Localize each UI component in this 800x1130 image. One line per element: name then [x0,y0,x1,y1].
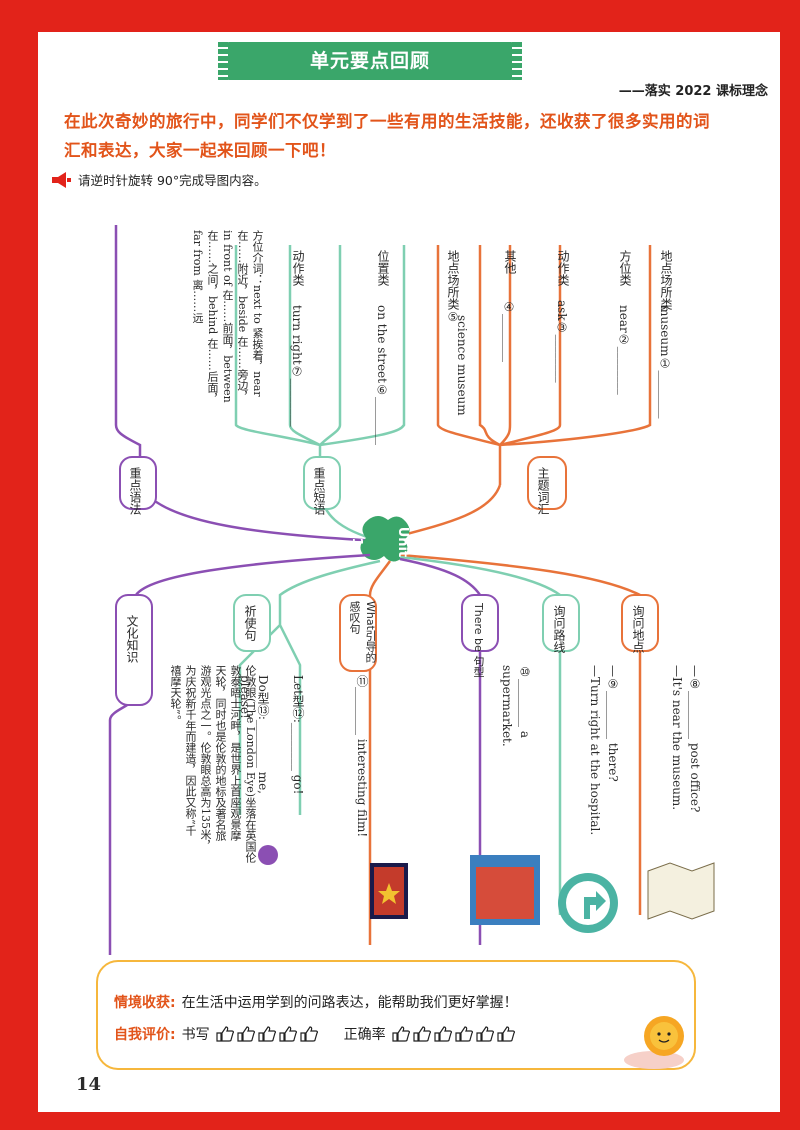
there-be-label: There be 句型 [472,603,485,678]
thumbs-up-icon[interactable] [413,1026,431,1042]
gain-label: 情境收获: [114,995,176,1011]
eval-row: 自我评价: 书写 正确率 [114,1024,541,1044]
center-node [360,516,410,562]
culture-line-1: 伦敦眼(The London Eye)坐落在英国伦 [244,665,257,864]
banner-title: 单元要点回顾 [309,50,430,72]
page-number: 14 [76,1074,102,1095]
section-banner: 单元要点回顾 [218,42,522,80]
thumbs-up-icon[interactable] [216,1026,234,1042]
eval-label: 自我评价: [114,1027,176,1043]
vocab-action-label: 动作类 [556,250,570,286]
culture-line-4: 游观光点之一。伦敦眼总高为135米， [199,665,212,851]
gain-text: 在生活中运用学到的问路表达，能帮助我们更好掌握！ [181,995,518,1011]
imperative-let-text: Let型⑫:________ go! [291,675,305,795]
phrase-position-value: on the street⑥________ [375,305,389,445]
ask-way-text: —⑨________ there? —Turn right at the hos… [586,665,622,835]
turn-right-sign-icon [558,873,618,933]
vocab-place-label: 地点场所类⑤ [446,250,460,324]
center-label: Unit 1 [349,526,410,558]
map-icon [647,862,715,920]
thumbs-up-icon[interactable] [279,1026,297,1042]
accuracy-rating[interactable] [392,1026,515,1042]
there-be-text: ⑩________ a supermarket. [498,665,534,747]
thumbs-up-icon[interactable] [497,1026,515,1042]
vocab-other-value: ④________ [502,300,516,362]
grammar-line-2: 在……附近，beside 在……旁边， [236,230,249,402]
grammar-text: 方位介词：next to 紧挨着，near 在……附近，beside 在……旁边… [190,230,265,404]
imperative-do-text: Do型⑬:________ me, please! [236,675,272,794]
ask-way-line-1: —⑨________ there? [606,665,620,782]
ask-way-label: 询问路线 [552,605,566,653]
culture-line-6: 禧摩天轮”。 [169,665,182,726]
vocab-places-value: museum①________ [658,305,672,419]
vocab-position-value: near②________ [617,305,631,395]
ask-way-line-2: —Turn right at the hospital. [588,665,602,836]
culture-label: 文化知识 [125,615,139,663]
what-text: ⑪________ interesting film! [355,675,369,838]
phrase-action-value: turn right⑦________ [290,305,304,427]
ask-place-text: —⑧________ post office? —It's near the m… [668,665,704,812]
grammar-line-5: far from 离……远 [191,230,204,324]
film-icon [370,863,408,919]
instruction-text: 请逆时针旋转 90°完成导图内容。 [78,173,267,188]
culture-text: 伦敦眼(The London Eye)坐落在英国伦 敦泰晤士河畔，是世界上首座观… [168,665,258,863]
ask-place-label: 询问地点 [631,605,645,653]
imperative-label: 祈使句 [243,605,257,641]
there-be-line-1: ⑩________ a [518,665,532,738]
imperative-do-line-1: Do型⑬:________ me, [256,675,270,794]
subtitle: ——落实 2022 课标理念 [618,84,768,99]
vocab-action-value: ask③________ [555,300,569,383]
grammar-line-4: 在……之间，behind 在……后面， [206,230,219,404]
what-exclaim-label: What引导的感叹句 [348,601,377,663]
instruction: 请逆时针旋转 90°完成导图内容。 [50,170,267,189]
vocab-position-label: 方位类 [618,250,632,286]
accuracy-label: 正确率 [343,1027,386,1043]
mind-map [108,225,715,955]
thumbs-up-icon[interactable] [434,1026,452,1042]
grammar-line-1: 方位介词：next to 紧挨着，near [251,230,264,397]
thumbs-up-icon[interactable] [300,1026,318,1042]
vocab-branch-label: 主题词汇 [536,467,550,515]
mindmap-labels: 主题词汇 重点短语 重点语法 Unit 1 地点场所类 museum①_____… [40,195,760,955]
thumbs-up-icon[interactable] [258,1026,276,1042]
grammar-line-3: in front of 在……前面，between [221,230,234,403]
supermarket-icon [470,855,540,925]
phrases-branch-label: 重点短语 [312,467,326,515]
megaphone-icon [52,171,71,188]
sun-icon [624,1016,684,1069]
writing-label: 书写 [181,1027,210,1043]
vocab-places-label: 地点场所类 [659,250,673,310]
intro-text: 在此次奇妙的旅行中，同学们不仅学到了一些有用的生活技能，还收获了很多实用的词汇和… [64,112,710,160]
writing-rating[interactable] [216,1026,318,1042]
thumbs-up-icon[interactable] [455,1026,473,1042]
gain-row: 情境收获: 在生活中运用学到的问路表达，能帮助我们更好掌握！ [114,992,518,1012]
branch-boxes [115,456,659,706]
vocab-place-value: science museum [455,315,469,416]
there-be-line-2: supermarket. [500,665,514,747]
culture-line-3: 天轮，同时也是伦敦的地标及著名旅 [214,665,227,841]
ask-place-line-2: —It's near the museum. [670,665,684,811]
phrase-position-label: 位置类 [376,250,390,286]
thumbs-up-icon[interactable] [237,1026,255,1042]
thumbs-up-icon[interactable] [476,1026,494,1042]
grammar-branch-label: 重点语法 [128,467,142,515]
culture-line-2: 敦泰晤士河畔，是世界上首座观景摩 [229,665,242,841]
phrase-action-label: 动作类 [291,250,305,286]
page-content [38,32,780,1112]
vocab-other-label: 其他 [503,250,517,274]
culture-line-5: 为庆祝新千年而建造，因此又称“千 [184,665,197,836]
imperative-do-line-2: please! [238,675,252,719]
thumbs-up-icon[interactable] [392,1026,410,1042]
summary-box: 情境收获: 在生活中运用学到的问路表达，能帮助我们更好掌握！ 自我评价: 书写 … [96,960,696,1070]
ask-place-line-1: —⑧________ post office? [688,665,702,813]
london-eye-illustration [258,845,278,865]
